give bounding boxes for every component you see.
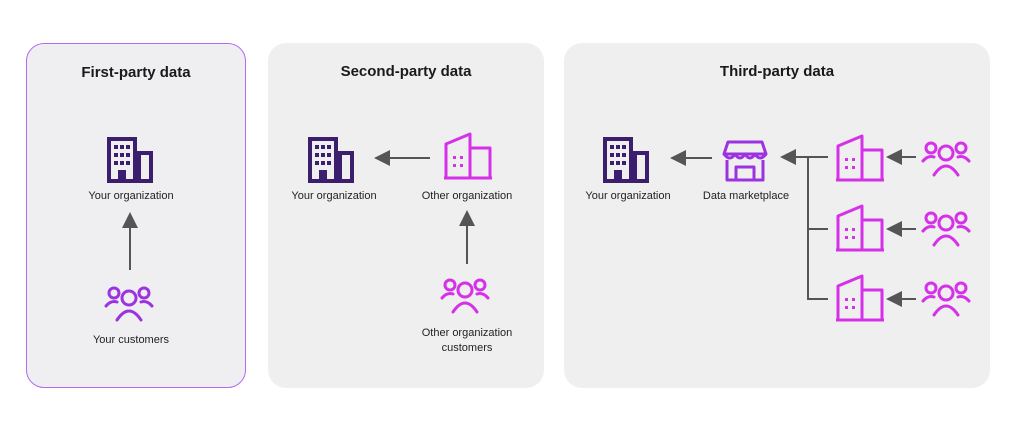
building-icon bbox=[603, 137, 649, 183]
building-outline-icon bbox=[834, 274, 886, 322]
second-party-panel: Second-party data bbox=[268, 43, 544, 388]
people-icon bbox=[921, 281, 971, 317]
third-party-panel: Third-party data bbox=[564, 43, 990, 388]
people-icon bbox=[104, 286, 154, 322]
building-icon bbox=[107, 137, 153, 183]
third-marketplace-label: Data marketplace bbox=[702, 190, 790, 202]
third-party-title: Third-party data bbox=[719, 63, 835, 80]
building-outline-icon bbox=[834, 204, 886, 252]
second-other-org-label: Other organization bbox=[421, 190, 513, 202]
building-outline-icon bbox=[442, 132, 494, 180]
connector-bracket bbox=[807, 156, 828, 300]
people-icon bbox=[440, 278, 490, 314]
people-icon bbox=[921, 211, 971, 247]
storefront-icon bbox=[722, 140, 768, 182]
first-customers-label: Your customers bbox=[92, 334, 170, 346]
first-org-label: Your organization bbox=[88, 190, 174, 202]
second-party-title: Second-party data bbox=[340, 63, 472, 80]
first-party-title: First-party data bbox=[81, 64, 191, 81]
building-icon bbox=[308, 137, 354, 183]
people-icon bbox=[921, 141, 971, 177]
second-org-label: Your organization bbox=[291, 190, 377, 202]
third-org-label: Your organization bbox=[585, 190, 671, 202]
second-other-customers-label: Other organization customers bbox=[421, 327, 513, 354]
building-outline-icon bbox=[834, 134, 886, 182]
